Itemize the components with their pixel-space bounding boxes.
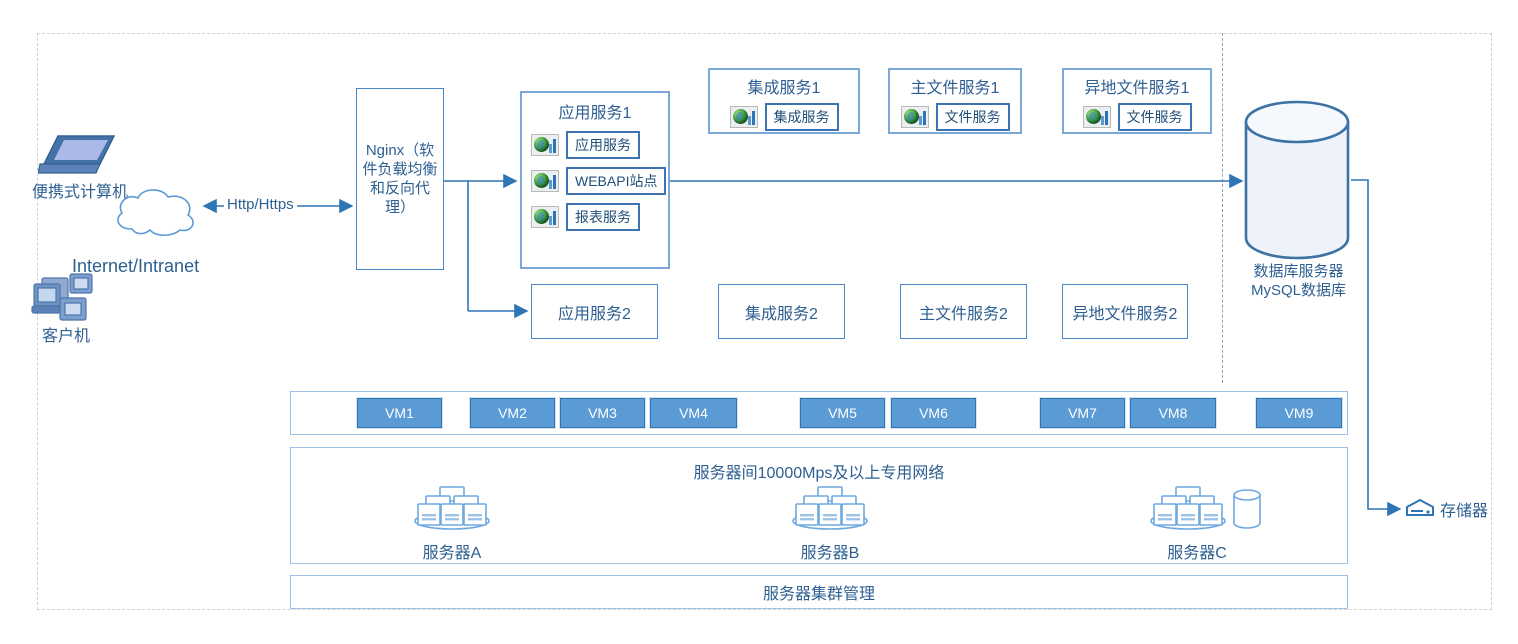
app-service-1-title: 应用服务1 bbox=[558, 105, 632, 122]
main-file-service-1-box[interactable]: 主文件服务1 文件服务 bbox=[888, 68, 1022, 134]
server-stack-icon bbox=[1142, 485, 1272, 533]
internet-intranet-label: Internet/Intranet bbox=[72, 256, 200, 276]
vm-label: VM7 bbox=[1068, 405, 1097, 421]
app-service-1-item-0[interactable]: 应用服务 bbox=[531, 131, 668, 159]
main-file-service-1-item[interactable]: 文件服务 bbox=[890, 103, 1020, 131]
remote-file-service-1-chip: 文件服务 bbox=[1117, 103, 1192, 131]
vm-label: VM9 bbox=[1284, 405, 1314, 421]
client-computers-icon bbox=[30, 272, 102, 332]
app-service-2-label: 应用服务2 bbox=[558, 305, 631, 323]
app-service-1-item-0-label: 应用服务 bbox=[566, 131, 640, 159]
server-stack-icon bbox=[784, 485, 876, 533]
remote-file-service-2-box[interactable]: 异地文件服务2 bbox=[1062, 284, 1188, 339]
iis-globe-icon bbox=[1082, 106, 1111, 128]
remote-file-service-1-title: 异地文件服务1 bbox=[1084, 80, 1190, 97]
http-https-label: Http/Https bbox=[224, 196, 297, 213]
iis-globe-icon bbox=[531, 134, 559, 156]
vm-box-3[interactable]: VM3 bbox=[559, 397, 646, 429]
vm-box-9[interactable]: VM9 bbox=[1255, 397, 1343, 429]
storage-label: 存储器 bbox=[1440, 503, 1489, 520]
vm-label: VM4 bbox=[679, 405, 708, 421]
vm-box-8[interactable]: VM8 bbox=[1129, 397, 1217, 429]
server-a-label: 服务器A bbox=[422, 545, 482, 562]
nginx-label: Nginx（软件负载均衡和反向代理） bbox=[362, 142, 438, 216]
integration-service-1-title: 集成服务1 bbox=[747, 80, 821, 97]
nginx-box[interactable]: Nginx（软件负载均衡和反向代理） bbox=[356, 88, 444, 270]
laptop-icon bbox=[37, 132, 122, 182]
database-cylinder-icon[interactable] bbox=[1243, 100, 1351, 260]
vm-label: VM6 bbox=[919, 405, 948, 421]
vm-box-5[interactable]: VM5 bbox=[799, 397, 886, 429]
integration-service-2-box[interactable]: 集成服务2 bbox=[718, 284, 845, 339]
server-group-b[interactable]: 服务器B bbox=[745, 485, 915, 563]
vm-label: VM8 bbox=[1158, 405, 1188, 421]
server-stack-icon bbox=[406, 485, 498, 533]
vm-label: VM5 bbox=[828, 405, 857, 421]
vm-box-6[interactable]: VM6 bbox=[890, 397, 977, 429]
database-caption: 数据库服务器 MySQL数据库 bbox=[1226, 262, 1371, 300]
database-caption-line1: 数据库服务器 bbox=[1253, 263, 1344, 280]
diagram-outer-frame bbox=[37, 33, 1492, 610]
remote-file-service-1-box[interactable]: 异地文件服务1 文件服务 bbox=[1062, 68, 1212, 134]
laptop-label: 便携式计算机 bbox=[31, 184, 128, 201]
internet-cloud-icon bbox=[110, 185, 202, 240]
remote-file-service-1-item[interactable]: 文件服务 bbox=[1064, 103, 1210, 131]
app-service-1-item-2-label: 报表服务 bbox=[566, 203, 640, 231]
vm-box-2[interactable]: VM2 bbox=[469, 397, 556, 429]
app-service-1-item-1[interactable]: WEBAPI站点 bbox=[531, 167, 668, 195]
vm-box-1[interactable]: VM1 bbox=[356, 397, 443, 429]
iis-globe-icon bbox=[531, 170, 559, 192]
server-group-a[interactable]: 服务器A bbox=[367, 485, 537, 563]
app-service-1-item-2[interactable]: 报表服务 bbox=[531, 203, 668, 231]
integration-service-1-chip: 集成服务 bbox=[764, 103, 839, 131]
main-file-service-2-box[interactable]: 主文件服务2 bbox=[900, 284, 1027, 339]
iis-globe-icon bbox=[531, 206, 559, 228]
zone-divider-dashed-line bbox=[1222, 33, 1223, 383]
server-c-label: 服务器C bbox=[1167, 545, 1227, 562]
app-service-1-item-1-label: WEBAPI站点 bbox=[566, 167, 667, 195]
vm-box-7[interactable]: VM7 bbox=[1039, 397, 1126, 429]
vm-label: VM1 bbox=[385, 405, 414, 421]
app-service-1-box[interactable]: 应用服务1 应用服务 WEBAPI站点 报表服务 bbox=[520, 91, 670, 269]
main-file-service-2-label: 主文件服务2 bbox=[919, 305, 1008, 323]
main-file-service-1-title: 主文件服务1 bbox=[910, 80, 1000, 97]
cluster-management-panel[interactable]: 服务器集群管理 bbox=[290, 575, 1348, 609]
integration-service-1-box[interactable]: 集成服务1 集成服务 bbox=[708, 68, 860, 134]
cluster-management-label: 服务器集群管理 bbox=[762, 586, 875, 603]
integration-service-1-item[interactable]: 集成服务 bbox=[710, 103, 858, 131]
iis-globe-icon bbox=[729, 106, 758, 128]
server-b-label: 服务器B bbox=[800, 545, 860, 562]
database-caption-line2: MySQL数据库 bbox=[1250, 282, 1346, 299]
vm-label: VM2 bbox=[498, 405, 527, 421]
app-service-2-box[interactable]: 应用服务2 bbox=[531, 284, 658, 339]
main-file-service-1-chip: 文件服务 bbox=[935, 103, 1010, 131]
clients-label: 客户机 bbox=[41, 328, 90, 345]
integration-service-2-label: 集成服务2 bbox=[745, 305, 818, 323]
remote-file-service-2-label: 异地文件服务2 bbox=[1072, 305, 1178, 323]
server-group-c[interactable]: 服务器C bbox=[1122, 485, 1292, 563]
vm-box-4[interactable]: VM4 bbox=[649, 397, 738, 429]
iis-globe-icon bbox=[900, 106, 929, 128]
storage-device-icon bbox=[1405, 497, 1435, 519]
vm-label: VM3 bbox=[588, 405, 617, 421]
server-network-title: 服务器间10000Mps及以上专用网络 bbox=[693, 465, 945, 482]
